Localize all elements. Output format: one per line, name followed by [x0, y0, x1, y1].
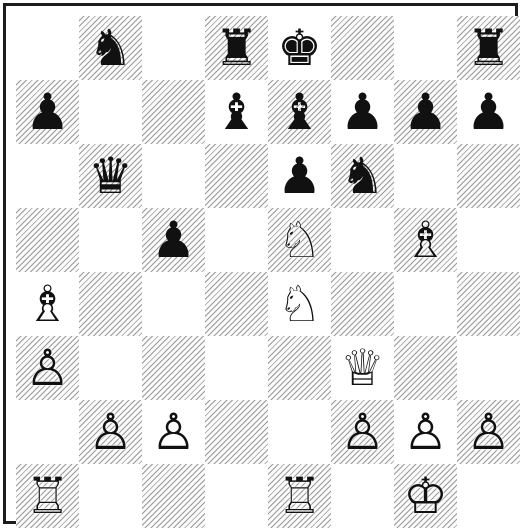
white-knight-icon[interactable]: ♘	[277, 215, 322, 265]
square-d3[interactable]	[205, 336, 268, 400]
square-h8[interactable]: ♜	[457, 16, 520, 80]
black-bishop-icon[interactable]: ♝	[214, 87, 259, 137]
square-a4[interactable]: ♗	[16, 272, 79, 336]
white-bishop-icon[interactable]: ♗	[403, 215, 448, 265]
black-pawn-icon[interactable]: ♟	[403, 87, 448, 137]
square-e6[interactable]: ♟	[268, 144, 331, 208]
square-g7[interactable]: ♟	[394, 80, 457, 144]
black-rook-icon[interactable]: ♜	[214, 23, 259, 73]
square-e7[interactable]: ♝	[268, 80, 331, 144]
black-queen-icon[interactable]: ♛	[88, 151, 133, 201]
white-pawn-icon[interactable]: ♙	[88, 407, 133, 457]
square-d6[interactable]	[205, 144, 268, 208]
square-f3[interactable]: ♕	[331, 336, 394, 400]
square-h6[interactable]	[457, 144, 520, 208]
square-a7[interactable]: ♟	[16, 80, 79, 144]
square-g3[interactable]	[394, 336, 457, 400]
white-king-icon[interactable]: ♔	[403, 471, 448, 521]
square-b3[interactable]	[79, 336, 142, 400]
square-f7[interactable]: ♟	[331, 80, 394, 144]
square-h5[interactable]	[457, 208, 520, 272]
square-h1[interactable]	[457, 464, 520, 528]
black-pawn-icon[interactable]: ♟	[340, 87, 385, 137]
white-queen-icon[interactable]: ♕	[340, 343, 385, 393]
square-b7[interactable]	[79, 80, 142, 144]
white-pawn-icon[interactable]: ♙	[25, 343, 70, 393]
square-c8[interactable]	[142, 16, 205, 80]
square-c6[interactable]	[142, 144, 205, 208]
square-e1[interactable]: ♖	[268, 464, 331, 528]
square-a6[interactable]	[16, 144, 79, 208]
square-b6[interactable]: ♛	[79, 144, 142, 208]
square-g2[interactable]: ♙	[394, 400, 457, 464]
square-c7[interactable]	[142, 80, 205, 144]
white-pawn-icon[interactable]: ♙	[403, 407, 448, 457]
square-f4[interactable]	[331, 272, 394, 336]
square-b5[interactable]	[79, 208, 142, 272]
square-h4[interactable]	[457, 272, 520, 336]
square-a3[interactable]: ♙	[16, 336, 79, 400]
square-a5[interactable]	[16, 208, 79, 272]
square-f1[interactable]	[331, 464, 394, 528]
square-g8[interactable]	[394, 16, 457, 80]
black-pawn-icon[interactable]: ♟	[25, 87, 70, 137]
square-c2[interactable]: ♙	[142, 400, 205, 464]
white-pawn-icon[interactable]: ♙	[466, 407, 511, 457]
square-f6[interactable]: ♞	[331, 144, 394, 208]
square-g4[interactable]	[394, 272, 457, 336]
square-d2[interactable]	[205, 400, 268, 464]
white-pawn-icon[interactable]: ♙	[151, 407, 196, 457]
black-king-icon[interactable]: ♚	[277, 23, 322, 73]
square-a8[interactable]	[16, 16, 79, 80]
square-c1[interactable]	[142, 464, 205, 528]
square-d7[interactable]: ♝	[205, 80, 268, 144]
black-knight-icon[interactable]: ♞	[88, 23, 133, 73]
square-d1[interactable]	[205, 464, 268, 528]
square-h2[interactable]: ♙	[457, 400, 520, 464]
black-rook-icon[interactable]: ♜	[466, 23, 511, 73]
white-knight-icon[interactable]: ♘	[277, 279, 322, 329]
square-f2[interactable]: ♙	[331, 400, 394, 464]
black-pawn-icon[interactable]: ♟	[277, 151, 322, 201]
square-a1[interactable]: ♖	[16, 464, 79, 528]
square-a2[interactable]	[16, 400, 79, 464]
square-e8[interactable]: ♚	[268, 16, 331, 80]
square-g1[interactable]: ♔	[394, 464, 457, 528]
square-f8[interactable]	[331, 16, 394, 80]
square-b4[interactable]	[79, 272, 142, 336]
square-h7[interactable]: ♟	[457, 80, 520, 144]
square-g5[interactable]: ♗	[394, 208, 457, 272]
square-c3[interactable]	[142, 336, 205, 400]
square-d4[interactable]	[205, 272, 268, 336]
black-knight-icon[interactable]: ♞	[340, 151, 385, 201]
square-b8[interactable]: ♞	[79, 16, 142, 80]
square-c5[interactable]: ♟	[142, 208, 205, 272]
chess-board-frame: ♞ ♜ ♚ ♜ ♟ ♝ ♝ ♟ ♟ ♟ ♛ ♟ ♞ ♟ ♘ ♗ ♗ ♘ ♙ ♕ ♙ ♙ ♙ ♙ ♙ ♖ ♖ ♔	[3, 3, 518, 524]
square-b1[interactable]	[79, 464, 142, 528]
chess-board[interactable]: ♞ ♜ ♚ ♜ ♟ ♝ ♝ ♟ ♟ ♟ ♛ ♟ ♞ ♟ ♘ ♗ ♗ ♘ ♙ ♕ ♙ ♙ ♙ ♙ ♙ ♖ ♖ ♔	[16, 16, 520, 528]
square-e3[interactable]	[268, 336, 331, 400]
black-bishop-icon[interactable]: ♝	[277, 87, 322, 137]
square-d5[interactable]	[205, 208, 268, 272]
square-e5[interactable]: ♘	[268, 208, 331, 272]
square-e4[interactable]: ♘	[268, 272, 331, 336]
black-pawn-icon[interactable]: ♟	[466, 87, 511, 137]
square-f5[interactable]	[331, 208, 394, 272]
white-bishop-icon[interactable]: ♗	[25, 279, 70, 329]
white-rook-icon[interactable]: ♖	[277, 471, 322, 521]
square-b2[interactable]: ♙	[79, 400, 142, 464]
white-rook-icon[interactable]: ♖	[25, 471, 70, 521]
black-pawn-icon[interactable]: ♟	[151, 215, 196, 265]
square-c4[interactable]	[142, 272, 205, 336]
square-e2[interactable]	[268, 400, 331, 464]
square-d8[interactable]: ♜	[205, 16, 268, 80]
square-g6[interactable]	[394, 144, 457, 208]
square-h3[interactable]	[457, 336, 520, 400]
white-pawn-icon[interactable]: ♙	[340, 407, 385, 457]
